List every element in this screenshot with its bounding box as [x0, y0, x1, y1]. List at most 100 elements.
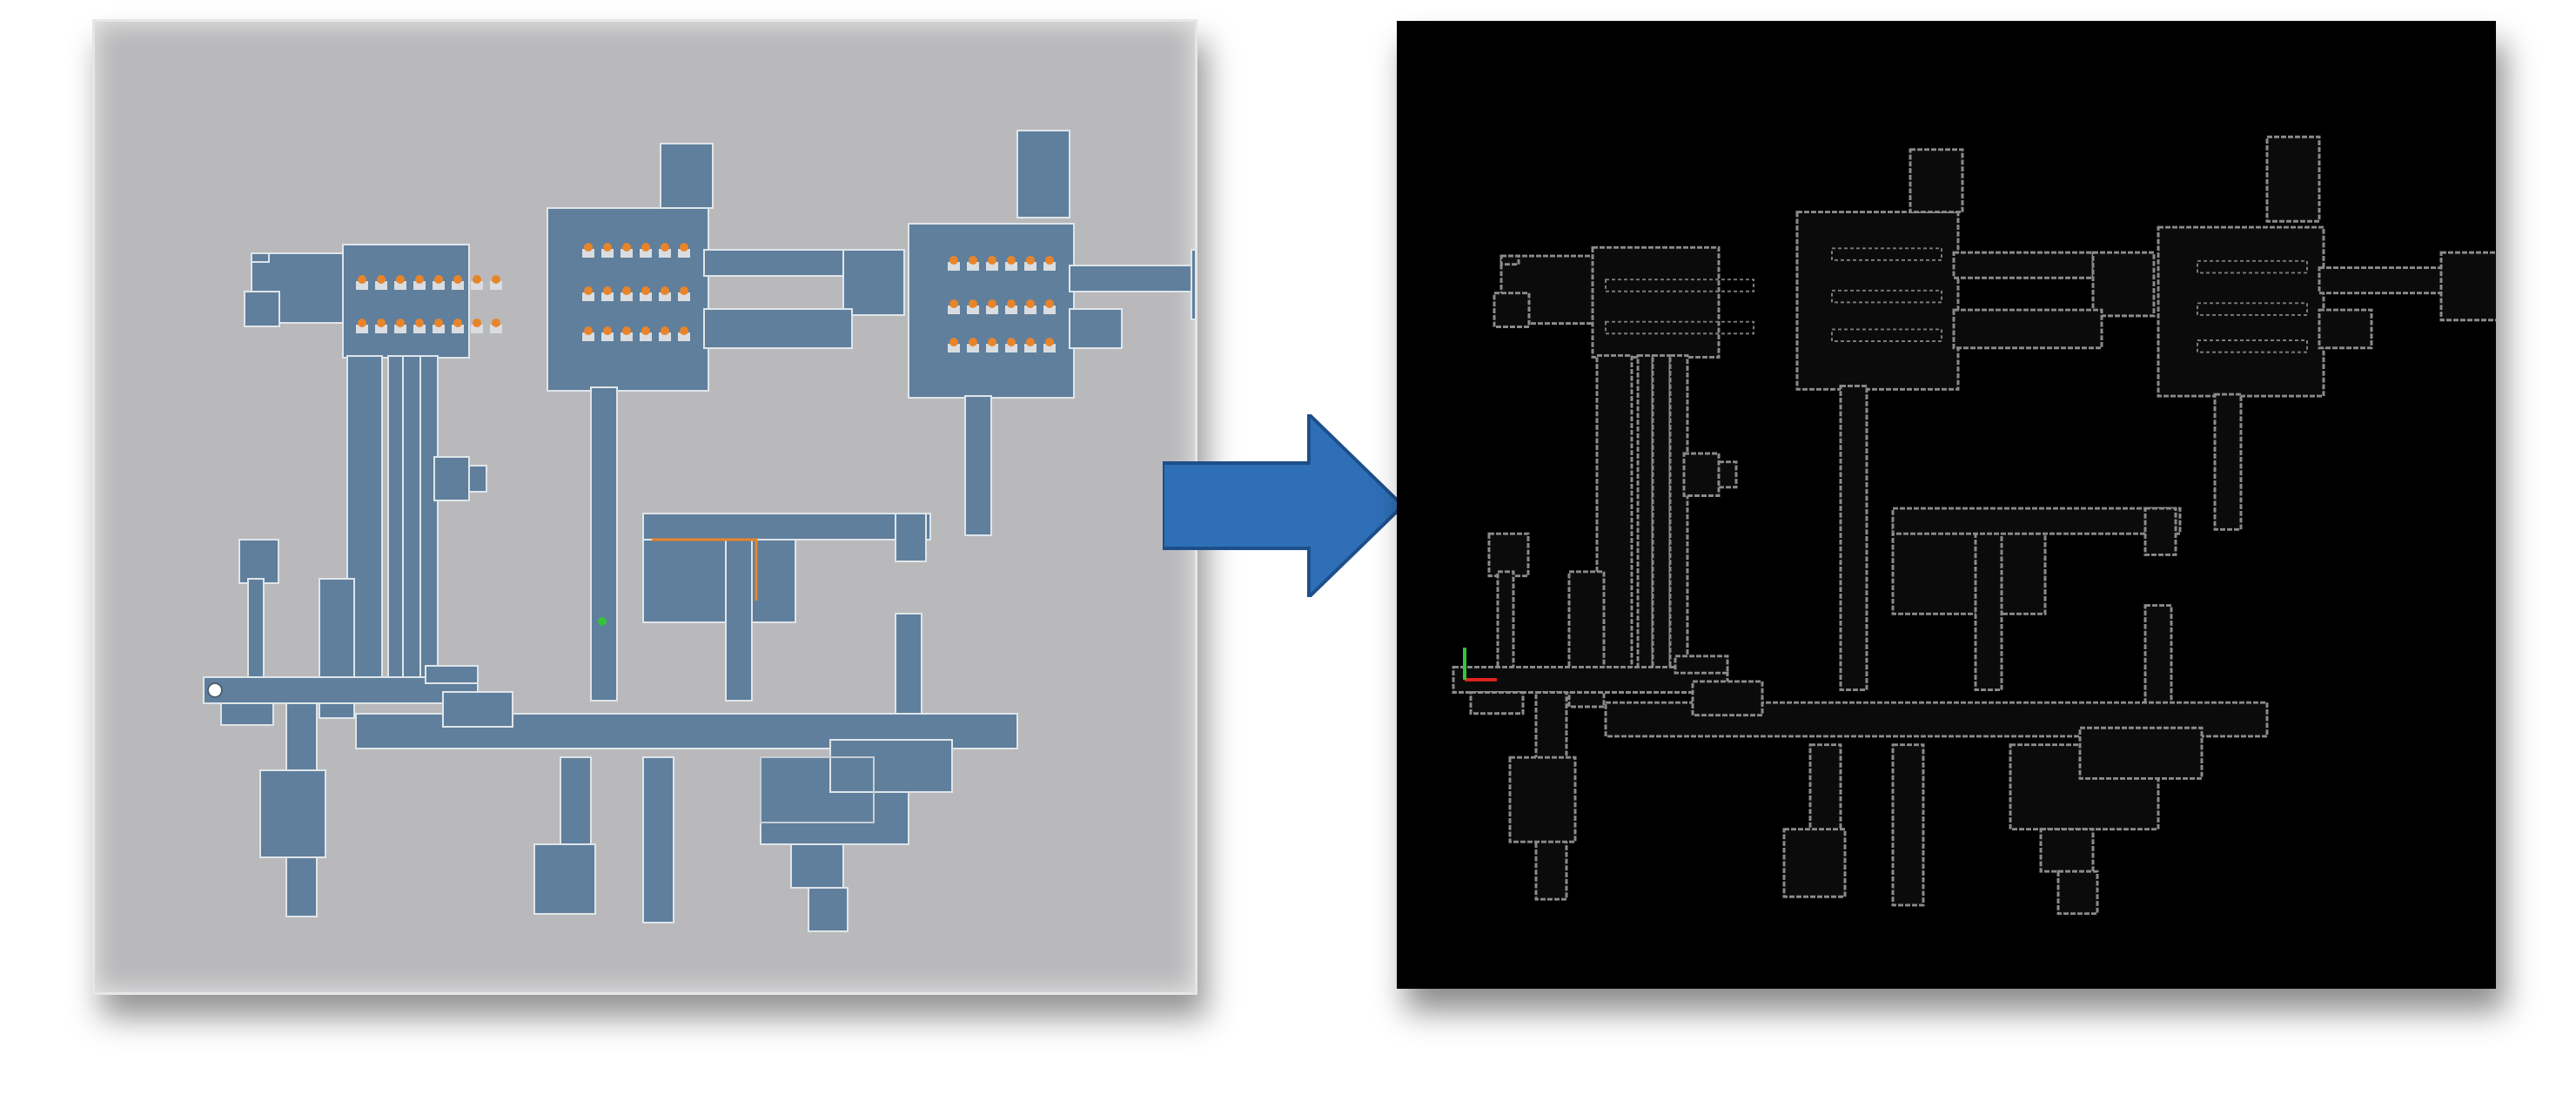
map-west-hall-notch — [1674, 655, 1729, 675]
west-hall-lower — [220, 702, 274, 726]
chair-1-3 — [415, 319, 424, 327]
right-lower-wing — [1069, 308, 1123, 349]
chair-6-0 — [949, 299, 958, 308]
chair-0-3 — [415, 275, 424, 284]
desk-0-6 — [471, 281, 483, 290]
chair-1-1 — [377, 319, 386, 327]
map-center-east-drop-room — [2143, 604, 2173, 708]
chair-6-5 — [1045, 299, 1054, 308]
south-room-b-lower — [790, 843, 844, 889]
desk-7-4 — [1024, 344, 1036, 353]
center-south-room — [642, 526, 796, 623]
map-small-west-room — [1487, 532, 1530, 578]
chair-2-3 — [641, 243, 650, 252]
desk-3-4 — [659, 292, 671, 301]
map-left-side-room — [1682, 452, 1721, 497]
chair-4-0 — [584, 326, 593, 335]
south-room-c — [808, 887, 849, 932]
desk-6-2 — [986, 306, 998, 314]
center-north-room — [660, 143, 714, 209]
desk-0-7 — [490, 281, 502, 290]
map-south-room-a — [1782, 828, 1847, 898]
chair-3-2 — [622, 286, 631, 295]
desk-2-5 — [678, 249, 690, 258]
map-desk-row-4 — [1831, 328, 1942, 342]
right-arrow-icon — [1163, 414, 1403, 597]
map-desk-row-7 — [2197, 339, 2308, 353]
left-corridor-b — [387, 355, 404, 688]
right-north-room — [1016, 130, 1070, 218]
map-center-east-connector-drop — [2143, 507, 2177, 556]
desk-1-2 — [394, 325, 406, 333]
map-outline-group — [1452, 135, 2496, 916]
desk-7-1 — [967, 344, 979, 353]
arrow-shape — [1163, 414, 1403, 597]
chair-6-3 — [1007, 299, 1016, 308]
desk-2-2 — [621, 249, 633, 258]
map-south-hall-notch — [1691, 680, 1764, 717]
desk-3-1 — [601, 292, 614, 301]
desk-7-0 — [948, 344, 960, 353]
entrance-marker-icon — [207, 682, 223, 698]
chair-3-0 — [584, 286, 593, 295]
desk-3-5 — [678, 292, 690, 301]
chair-7-5 — [1045, 338, 1054, 346]
map-right-bridge — [2318, 266, 2460, 295]
axis-origin-icon — [1463, 648, 1497, 682]
desk-0-0 — [356, 281, 368, 290]
map-desk-row-0 — [1605, 279, 1754, 292]
left-annex-notch — [251, 252, 270, 263]
chair-0-2 — [396, 275, 405, 284]
chair-2-2 — [622, 243, 631, 252]
center-east-connector-drop — [895, 513, 927, 562]
chair-1-7 — [492, 319, 500, 327]
map-desk-row-5 — [2197, 259, 2308, 274]
center-east-drop-room — [895, 613, 922, 719]
map-right-lower-wing — [2318, 308, 2373, 350]
robot-start-icon — [598, 617, 607, 626]
south-room-a — [533, 843, 596, 915]
chair-5-4 — [1026, 256, 1035, 265]
chair-2-5 — [680, 243, 688, 252]
chair-4-5 — [680, 326, 688, 335]
desk-4-3 — [640, 332, 652, 341]
chair-7-2 — [988, 338, 996, 346]
desk-2-0 — [582, 249, 594, 258]
chair-0-4 — [434, 275, 443, 284]
desk-3-2 — [621, 292, 633, 301]
chair-3-1 — [603, 286, 612, 295]
chair-5-1 — [969, 256, 977, 265]
chair-0-5 — [453, 275, 462, 284]
left-annex-lower — [244, 291, 280, 327]
map-west-main-hall — [1452, 665, 1729, 694]
chair-7-0 — [949, 338, 958, 346]
desk-5-4 — [1024, 262, 1036, 271]
desk-5-5 — [1043, 262, 1056, 271]
left-side-room — [433, 456, 470, 501]
desk-6-1 — [967, 306, 979, 314]
chair-0-1 — [377, 275, 386, 284]
floor-plan-drawing — [203, 130, 1195, 932]
map-left-office-block — [1591, 245, 1721, 359]
desk-7-5 — [1043, 344, 1056, 353]
map-left-annex-notch — [1499, 254, 1520, 266]
map-desk-row-3 — [1831, 289, 1942, 304]
west-hall-notch — [425, 665, 479, 684]
center-bridge — [703, 249, 844, 277]
southwest-room — [259, 769, 326, 858]
map-desk-row-6 — [2197, 302, 2308, 316]
desk-4-5 — [678, 332, 690, 341]
chair-2-1 — [603, 243, 612, 252]
south-room-furniture-outline — [760, 756, 875, 823]
map-right-north-room — [2265, 135, 2321, 223]
map-center-office-block — [1795, 211, 1960, 391]
chair-6-1 — [969, 299, 977, 308]
desk-5-2 — [986, 262, 998, 271]
map-left-annex-lower — [1493, 292, 1531, 328]
desk-0-1 — [375, 281, 387, 290]
desk-6-3 — [1005, 306, 1017, 314]
left-corridor-d — [419, 355, 439, 688]
chair-5-3 — [1007, 256, 1016, 265]
right-east-room — [1191, 249, 1195, 320]
desk-1-7 — [490, 325, 502, 333]
